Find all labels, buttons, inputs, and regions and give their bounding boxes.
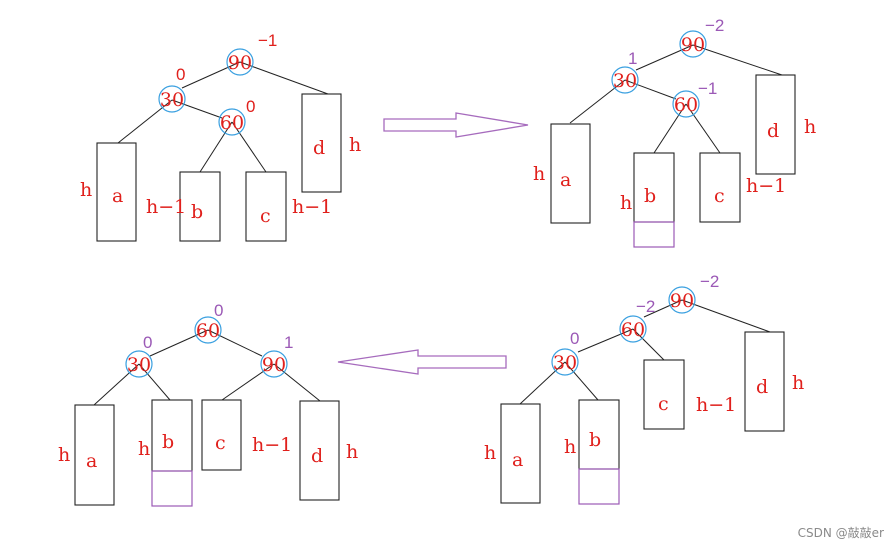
subtree-c bbox=[201, 399, 242, 471]
svg-text:d: d bbox=[313, 137, 325, 159]
node-60: 60 −2 bbox=[619, 297, 655, 343]
svg-text:d: d bbox=[756, 376, 768, 398]
height-label: h bbox=[138, 438, 150, 460]
balance-factor: 0 bbox=[246, 97, 255, 116]
node-90: 90 −2 bbox=[668, 272, 719, 314]
height-label: h bbox=[804, 116, 816, 138]
height-label: h bbox=[533, 163, 545, 185]
subtree-a bbox=[96, 142, 137, 242]
svg-text:90: 90 bbox=[228, 52, 252, 74]
svg-text:a: a bbox=[512, 449, 523, 471]
arrow-right bbox=[383, 112, 529, 138]
svg-text:c: c bbox=[260, 205, 271, 227]
balance-factor: −1 bbox=[698, 79, 717, 98]
subtree-a bbox=[500, 403, 541, 504]
svg-text:30: 30 bbox=[553, 352, 577, 374]
subtree-d bbox=[301, 93, 342, 193]
height-label: h−1 bbox=[696, 394, 736, 416]
svg-text:60: 60 bbox=[220, 112, 244, 134]
subtree-c bbox=[699, 152, 741, 223]
height-label: h bbox=[564, 436, 576, 458]
inserted-level bbox=[578, 468, 620, 505]
height-label: h−1 bbox=[146, 196, 186, 218]
height-label: h−1 bbox=[252, 434, 292, 456]
subtree-a bbox=[550, 123, 591, 224]
subtree-d bbox=[744, 331, 785, 432]
node-30: 30 0 bbox=[551, 329, 579, 376]
balance-factor: −1 bbox=[258, 31, 277, 50]
svg-text:d: d bbox=[311, 445, 323, 467]
svg-text:c: c bbox=[714, 185, 725, 207]
arrow-left bbox=[337, 349, 507, 375]
height-label: h bbox=[792, 372, 804, 394]
panel-initial-tree: 90 −1 30 0 60 0 a h b h−1 c h−1 d h bbox=[80, 31, 361, 242]
height-label: h bbox=[80, 179, 92, 201]
node-90: 90 1 bbox=[260, 333, 293, 378]
node-60: 60 −1 bbox=[672, 79, 717, 118]
balance-factor: −2 bbox=[705, 16, 724, 35]
height-label: h bbox=[349, 134, 361, 156]
node-60: 60 0 bbox=[218, 97, 255, 136]
height-label: h−1 bbox=[746, 175, 786, 197]
height-label: h bbox=[58, 444, 70, 466]
svg-text:b: b bbox=[589, 429, 601, 451]
svg-text:60: 60 bbox=[674, 94, 698, 116]
balance-factor: 1 bbox=[628, 49, 637, 68]
balance-factor: 0 bbox=[570, 329, 579, 348]
subtree-d bbox=[299, 400, 340, 501]
panel-after-left-rotation: 90 −2 60 −2 30 0 a h b h c h−1 d h bbox=[484, 272, 804, 505]
subtree-c bbox=[245, 171, 287, 242]
svg-text:60: 60 bbox=[621, 319, 645, 341]
panel-balanced-tree: 60 0 30 0 90 1 a h b h c h−1 d h bbox=[58, 301, 358, 507]
svg-text:b: b bbox=[191, 201, 203, 223]
node-90: 90 −1 bbox=[226, 31, 277, 76]
balance-factor: −2 bbox=[636, 297, 655, 316]
balance-factor: 0 bbox=[214, 301, 223, 320]
node-60: 60 0 bbox=[194, 301, 223, 344]
svg-text:60: 60 bbox=[196, 320, 220, 342]
svg-text:90: 90 bbox=[262, 354, 286, 376]
svg-text:d: d bbox=[767, 120, 779, 142]
inserted-level bbox=[633, 221, 675, 248]
height-label: h bbox=[484, 442, 496, 464]
subtree-d bbox=[755, 74, 796, 175]
node-30: 30 0 bbox=[158, 65, 186, 113]
svg-text:a: a bbox=[560, 169, 571, 191]
height-label: h bbox=[346, 441, 358, 463]
svg-text:30: 30 bbox=[160, 89, 184, 111]
balance-factor: 1 bbox=[284, 333, 293, 352]
height-label: h bbox=[620, 192, 632, 214]
svg-text:30: 30 bbox=[127, 354, 151, 376]
svg-text:c: c bbox=[215, 432, 226, 454]
subtree-b bbox=[179, 171, 221, 242]
svg-text:90: 90 bbox=[681, 34, 705, 56]
svg-text:a: a bbox=[112, 185, 123, 207]
svg-text:a: a bbox=[86, 450, 97, 472]
panel-after-insert: 90 −2 30 1 60 −1 a h b h c h−1 d h bbox=[533, 16, 816, 248]
svg-text:30: 30 bbox=[613, 70, 637, 92]
watermark: CSDN @敲敲er bbox=[798, 525, 884, 540]
balance-factor: 0 bbox=[176, 65, 185, 84]
balance-factor: −2 bbox=[700, 272, 719, 291]
svg-text:90: 90 bbox=[670, 290, 694, 312]
inserted-level bbox=[151, 470, 193, 507]
height-label: h−1 bbox=[292, 196, 332, 218]
subtree-a bbox=[74, 404, 115, 506]
node-30: 30 0 bbox=[125, 333, 153, 378]
node-90: 90 −2 bbox=[679, 16, 724, 58]
balance-factor: 0 bbox=[143, 333, 152, 352]
subtree-c bbox=[643, 359, 685, 430]
svg-text:b: b bbox=[162, 431, 174, 453]
node-30: 30 1 bbox=[611, 49, 639, 94]
svg-text:c: c bbox=[658, 393, 669, 415]
svg-text:b: b bbox=[644, 185, 656, 207]
